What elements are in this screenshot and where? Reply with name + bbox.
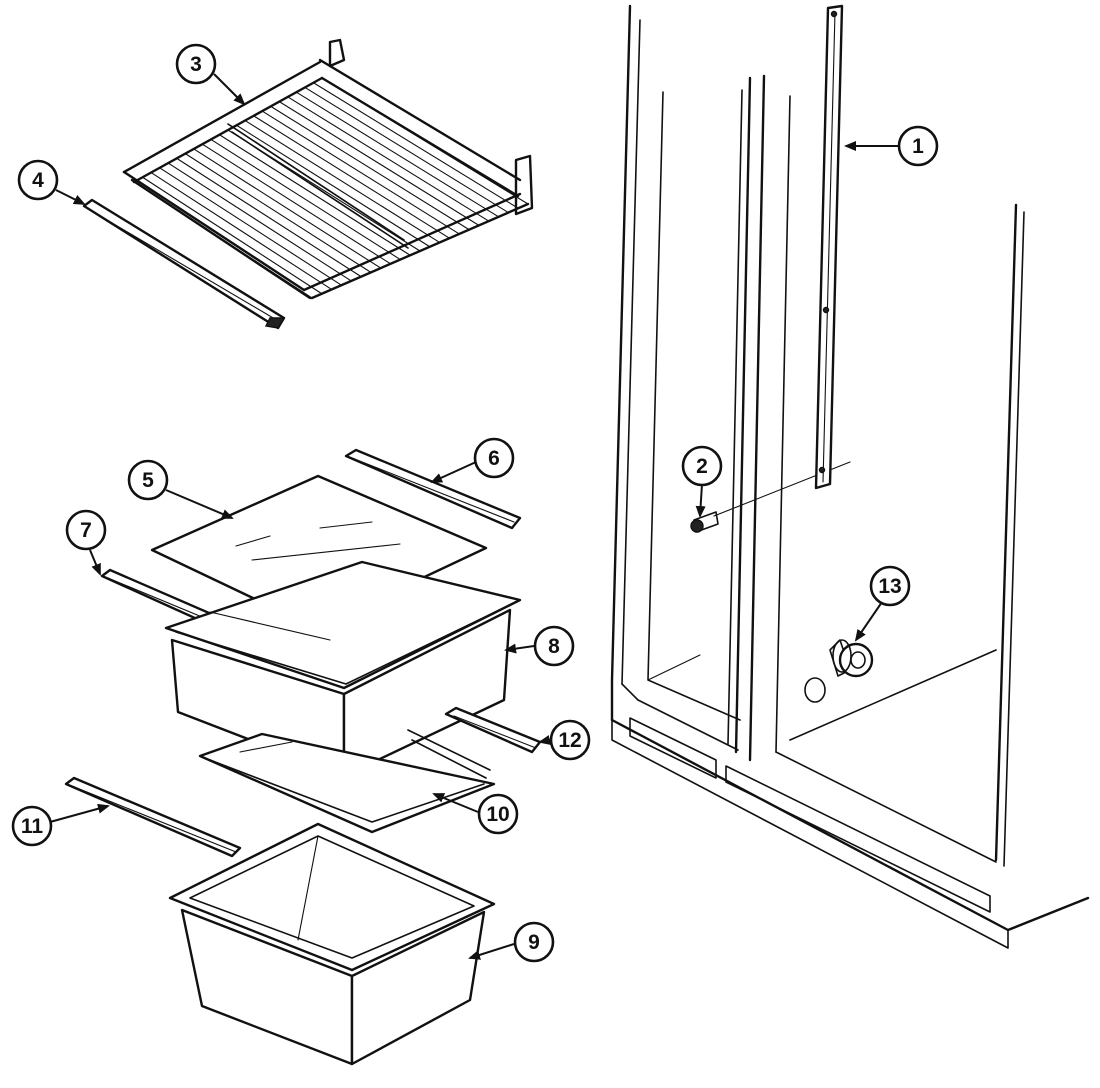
callout-1-label: 1 xyxy=(912,135,924,158)
shelf-wire xyxy=(270,105,470,231)
shelf-wire xyxy=(287,96,490,222)
shelf-wire xyxy=(244,119,441,244)
shelf-wire xyxy=(176,157,362,278)
callout-8-label: 8 xyxy=(548,635,560,658)
shelf-wire xyxy=(227,129,421,252)
shelf-wire xyxy=(261,110,460,235)
screw xyxy=(690,511,719,533)
callout-13-label: 13 xyxy=(878,575,901,598)
callout-3: 3 xyxy=(175,43,246,106)
callout-2-label: 2 xyxy=(696,455,708,478)
callout-11: 11 xyxy=(11,803,110,847)
shelf-wire xyxy=(321,77,529,205)
slide-rail xyxy=(444,706,542,754)
shelf-wire xyxy=(304,86,509,214)
wire-shelf xyxy=(122,38,534,300)
callout-8: 8 xyxy=(504,625,575,667)
callout-5-label: 5 xyxy=(142,469,154,492)
callout-10-label: 10 xyxy=(486,803,509,826)
slide-rail-left xyxy=(64,776,242,858)
shelf-wire xyxy=(159,167,343,286)
callout-4: 4 xyxy=(17,159,86,205)
crisper-pan xyxy=(164,560,522,778)
callout-2: 2 xyxy=(681,445,723,518)
callout-1: 1 xyxy=(844,125,939,167)
callout-9: 9 xyxy=(468,921,555,963)
shelf-wire xyxy=(193,148,382,269)
callout-3-label: 3 xyxy=(190,53,202,76)
callout-10: 10 xyxy=(432,793,519,835)
shelf-wire xyxy=(278,101,480,226)
callout-6-label: 6 xyxy=(488,447,500,470)
shelf-trim-right xyxy=(344,448,522,530)
callout-12-label: 12 xyxy=(558,729,581,752)
shelf-wire xyxy=(253,115,451,239)
shelf-wire xyxy=(167,162,352,282)
shelf-wire xyxy=(141,176,323,295)
refrigerator-cabinet xyxy=(610,4,1090,949)
callout-11-label: 11 xyxy=(21,815,44,838)
light-socket xyxy=(829,639,874,678)
shelf-wire xyxy=(218,134,411,256)
shelf-support-ladder xyxy=(814,4,844,490)
shelf-wire xyxy=(295,91,500,218)
crisper-cover xyxy=(198,729,496,834)
shelf-wire xyxy=(210,138,401,261)
callout-6: 6 xyxy=(430,437,515,483)
shelf-wire xyxy=(201,143,392,265)
shelf-wire xyxy=(184,153,372,273)
shelf-wire xyxy=(235,124,431,248)
shelf-wire xyxy=(150,171,333,291)
callout-5: 5 xyxy=(127,459,234,519)
callout-7-label: 7 xyxy=(80,519,92,542)
shelf-wire xyxy=(312,82,519,209)
callout-4-label: 4 xyxy=(32,169,44,192)
shelf-trim xyxy=(82,198,286,330)
callout-9-label: 9 xyxy=(528,931,540,954)
callout-7: 7 xyxy=(65,509,107,576)
callout-13: 13 xyxy=(854,565,911,642)
shelf-wire xyxy=(133,181,313,299)
callout-12: 12 xyxy=(538,719,591,761)
storage-bin xyxy=(168,822,496,1066)
